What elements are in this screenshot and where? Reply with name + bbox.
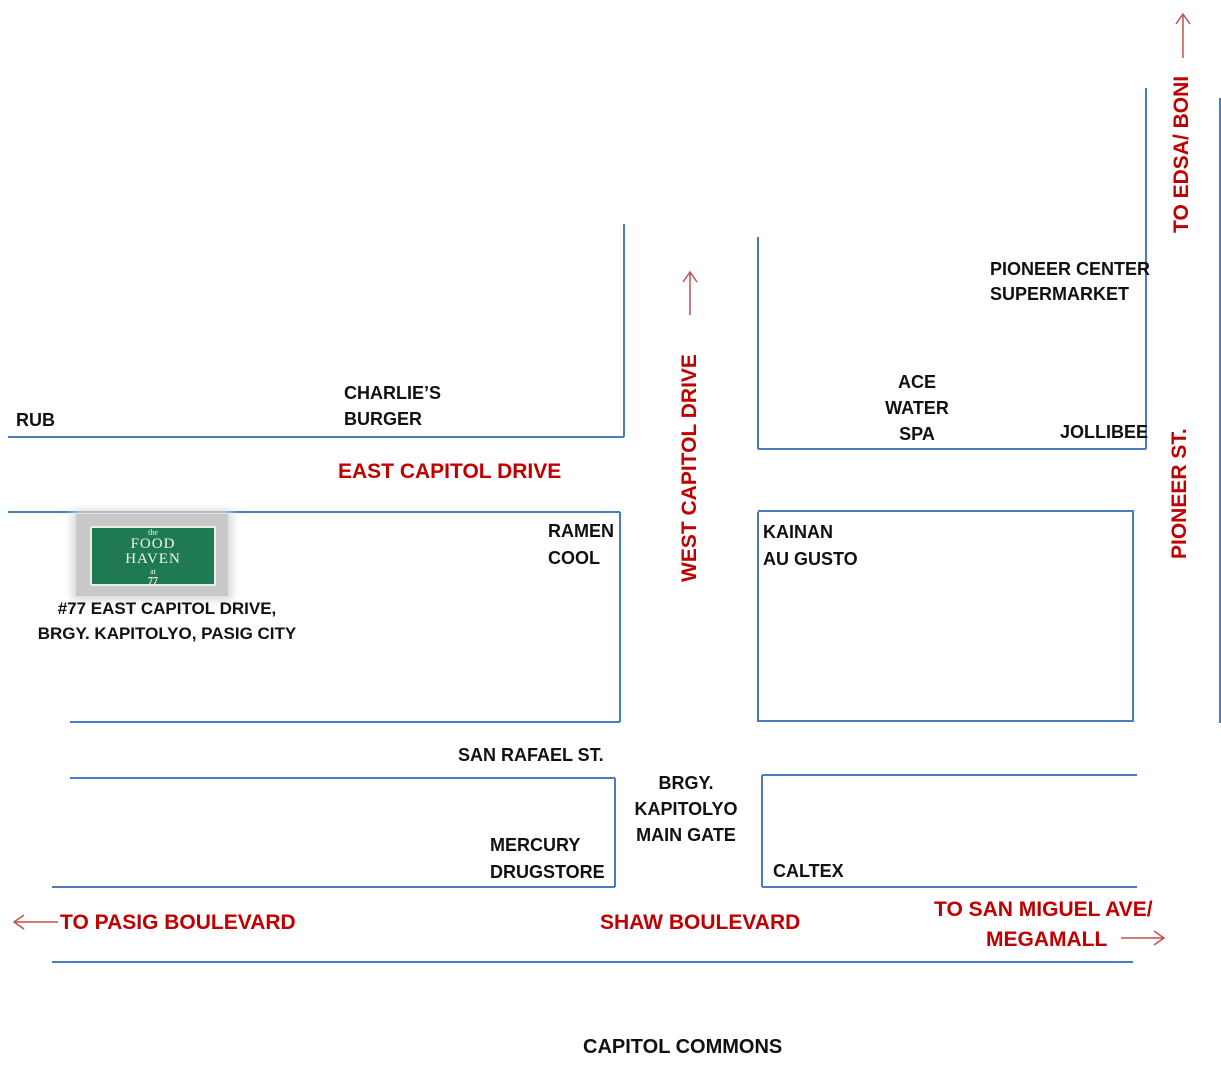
pioneer-center-line1: PIONEER CENTER <box>990 259 1151 279</box>
sign-line1: FOOD <box>130 536 176 552</box>
capitol-commons-label: CAPITOL COMMONS <box>583 1036 783 1058</box>
pioneer-center-line2: SUPERMARKET <box>990 284 1130 304</box>
charlies-burger-label: CHARLIE’S BURGER <box>344 380 441 432</box>
address-line2: BRGY. KAPITOLYO, PASIG CITY <box>37 624 297 643</box>
arrow-left-icon <box>12 914 58 930</box>
brgy-kapitolyo-main-gate-label: BRGY. KAPITOLYO MAIN GATE <box>626 770 746 848</box>
pioneer-street-label: PIONEER ST. <box>1168 428 1191 559</box>
sign-line2: HAVEN <box>125 551 181 567</box>
kainan-line2: AU GUSTO <box>763 549 858 569</box>
to-san-miguel-line2: MEGAMALL <box>986 928 1108 951</box>
sign-number: 77 <box>148 576 158 587</box>
west-capitol-drive-label: WEST CAPITOL DRIVE <box>678 354 701 582</box>
gate-line3: MAIN GATE <box>636 825 736 845</box>
to-pasig-boulevard-label: TO PASIG BOULEVARD <box>60 911 296 934</box>
ramen-line1: RAMEN <box>548 521 614 541</box>
jollibee-label: JOLLIBEE <box>1060 422 1149 442</box>
mercury-line2: DRUGSTORE <box>490 862 605 882</box>
pioneer-center-label: PIONEER CENTER SUPERMARKET <box>990 257 1150 307</box>
ace-line2: WATER <box>885 398 949 418</box>
sign-small-mid: at <box>150 567 156 576</box>
to-edsa-boni-label: TO EDSA/ BONI <box>1170 75 1193 233</box>
ramen-cool-label: RAMEN COOL <box>548 518 614 572</box>
ramen-line2: COOL <box>548 548 600 568</box>
to-san-miguel-label: TO SAN MIGUEL AVE/ MEGAMALL <box>934 895 1164 955</box>
food-haven-sign: the FOOD HAVEN at 77 <box>76 514 228 596</box>
caltex-label: CALTEX <box>773 861 844 881</box>
rub-label: RUB <box>16 410 55 430</box>
east-capitol-drive-label: EAST CAPITOL DRIVE <box>338 460 562 483</box>
charlies-line1: CHARLIE’S <box>344 383 442 403</box>
sign-small-top: the <box>148 528 158 537</box>
food-haven-address: #77 EAST CAPITOL DRIVE, BRGY. KAPITOLYO,… <box>30 596 304 646</box>
food-haven-sign-board: the FOOD HAVEN at 77 <box>90 526 216 587</box>
arrow-up-icon <box>1175 12 1191 58</box>
to-san-miguel-line1: TO SAN MIGUEL AVE/ <box>934 898 1153 921</box>
kainan-block-outline <box>757 510 1134 722</box>
gate-line1: BRGY. <box>658 773 714 793</box>
shaw-boulevard-label: SHAW BOULEVARD <box>600 911 801 934</box>
ace-line1: ACE <box>897 372 936 392</box>
gate-line2: KAPITOLYO <box>634 799 738 819</box>
ace-line3: SPA <box>899 424 935 444</box>
san-rafael-street-label: SAN RAFAEL ST. <box>458 745 604 765</box>
address-line1: #77 EAST CAPITOL DRIVE, <box>57 599 277 618</box>
charlies-line2: BURGER <box>344 409 423 429</box>
kainan-line1: KAINAN <box>763 522 833 542</box>
mercury-line1: MERCURY <box>490 835 581 855</box>
arrow-right-icon <box>1121 930 1166 946</box>
mercury-drugstore-label: MERCURY DRUGSTORE <box>490 832 605 886</box>
arrow-up-icon <box>682 270 698 315</box>
kainan-au-gusto-label: KAINAN AU GUSTO <box>763 519 858 573</box>
ace-water-spa-label: ACE WATER SPA <box>877 369 957 447</box>
